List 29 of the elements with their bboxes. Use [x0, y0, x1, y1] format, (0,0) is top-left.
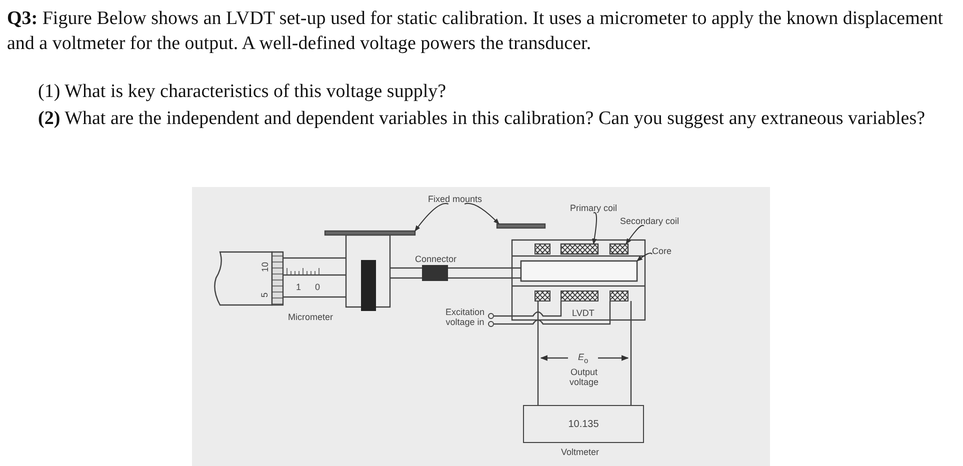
scale-number: 1	[296, 282, 302, 292]
primary-coil	[560, 243, 599, 255]
scale-number: 5	[260, 292, 270, 298]
question-text: (1) What is key characteristics of this voltage supply?	[38, 80, 448, 104]
leader-line	[592, 212, 597, 245]
question-text: (2) What are the independent and dependent variables in this calibration? Can you suggest any extraneous variables?	[38, 107, 926, 131]
leader-line	[626, 224, 644, 244]
fixed-mount	[496, 223, 546, 229]
part-label: Micrometer	[288, 312, 334, 322]
callout-text: Secondary coil	[620, 216, 680, 226]
fixed-mount	[324, 230, 416, 236]
scale-number: 0	[315, 282, 320, 292]
part-label: Connector	[415, 254, 457, 264]
callout-text: Fixed mounts	[428, 194, 482, 204]
part-label: LVDT	[572, 308, 594, 318]
part-label: Output voltage	[568, 367, 600, 387]
voltmeter-display: 10.135	[523, 405, 644, 443]
core-rod	[520, 260, 638, 282]
callout-text: Core	[652, 246, 672, 256]
secondary-coil	[609, 243, 629, 255]
leader-line	[464, 202, 500, 224]
leader-line	[636, 252, 652, 262]
callout-text: Primary coil	[570, 203, 618, 213]
scale-number: 10	[260, 262, 270, 272]
caption-text: Voltmeter	[561, 447, 600, 457]
part-label: Excitation voltage in	[444, 307, 486, 327]
voltage-symbol: E$_{o}$	[578, 352, 588, 366]
leader-line	[414, 203, 449, 232]
question-text: Q3: Figure Below shows an LVDT set-up used for static calibration. It uses a micrometer to apply the known displacement and a voltmeter for the output. A well-defined voltage powers the transducer.	[7, 7, 944, 56]
